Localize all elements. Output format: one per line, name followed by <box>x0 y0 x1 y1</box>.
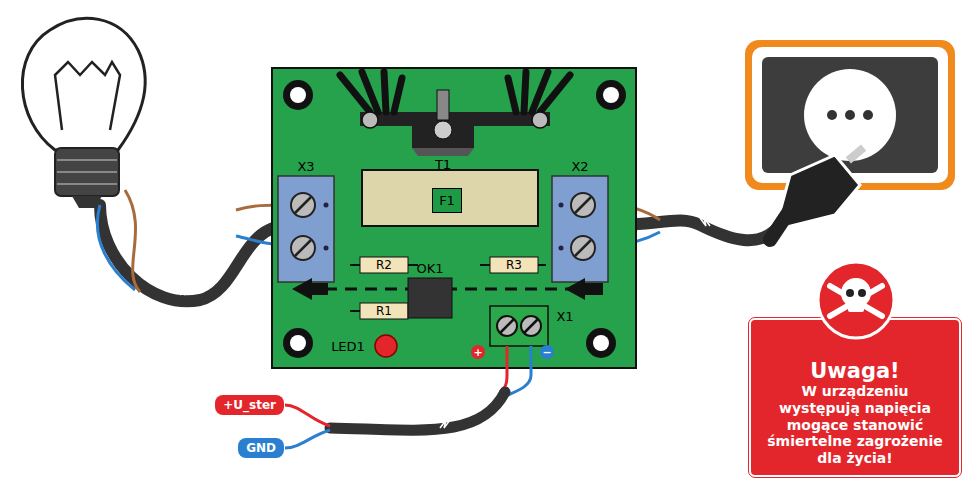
control-cable <box>330 392 505 430</box>
part-label: T1 <box>435 158 451 171</box>
mains-cable <box>615 221 780 241</box>
wall-socket <box>745 40 955 190</box>
break-mark <box>180 218 710 428</box>
mains-cable <box>100 205 290 301</box>
arrow-symbol <box>292 278 328 300</box>
blue-wire <box>97 205 135 290</box>
node-title: Uwaga! <box>759 360 951 383</box>
light-bulb <box>22 18 145 208</box>
part-label: OK1 <box>416 262 443 275</box>
warning-box: Uwaga!W urządzeniu występują napięcia mo… <box>749 318 961 477</box>
terminal-label: X2 <box>571 160 588 173</box>
signal-tag: +U_ster <box>215 395 284 415</box>
polarity-sign: + <box>473 347 482 358</box>
isolation-line <box>325 288 590 291</box>
screw-terminal <box>552 176 608 282</box>
mains-plug <box>770 145 866 240</box>
screw-terminal <box>278 176 334 282</box>
part-label: LED1 <box>331 340 365 353</box>
blue-wire <box>508 346 531 395</box>
red-wire <box>285 405 330 426</box>
node-title: +U_ster <box>223 398 276 412</box>
transistor-symbol <box>412 90 474 156</box>
terminal-label: X1 <box>556 310 573 323</box>
led-symbol <box>375 335 397 357</box>
terminal-label: X3 <box>297 160 314 173</box>
brown-wire <box>125 190 140 292</box>
polarity-sign: − <box>542 347 551 358</box>
node-body: W urządzeniu występują napięcia mogące s… <box>759 383 951 467</box>
node-title: F1 <box>439 193 455 208</box>
fuse-holder <box>362 170 538 226</box>
arrow-symbol <box>565 278 603 300</box>
part-label: R1 <box>376 305 392 317</box>
part-label: R2 <box>376 259 392 271</box>
red-wire <box>500 346 507 392</box>
signal-tag: GND <box>238 438 284 458</box>
control-terminal <box>471 306 554 359</box>
blue-wire <box>285 430 330 448</box>
fuse-box: F1 <box>432 188 462 213</box>
node-title: GND <box>246 441 276 455</box>
pcb-board <box>272 68 636 368</box>
optocoupler <box>408 278 452 318</box>
part-label: R3 <box>506 259 522 271</box>
